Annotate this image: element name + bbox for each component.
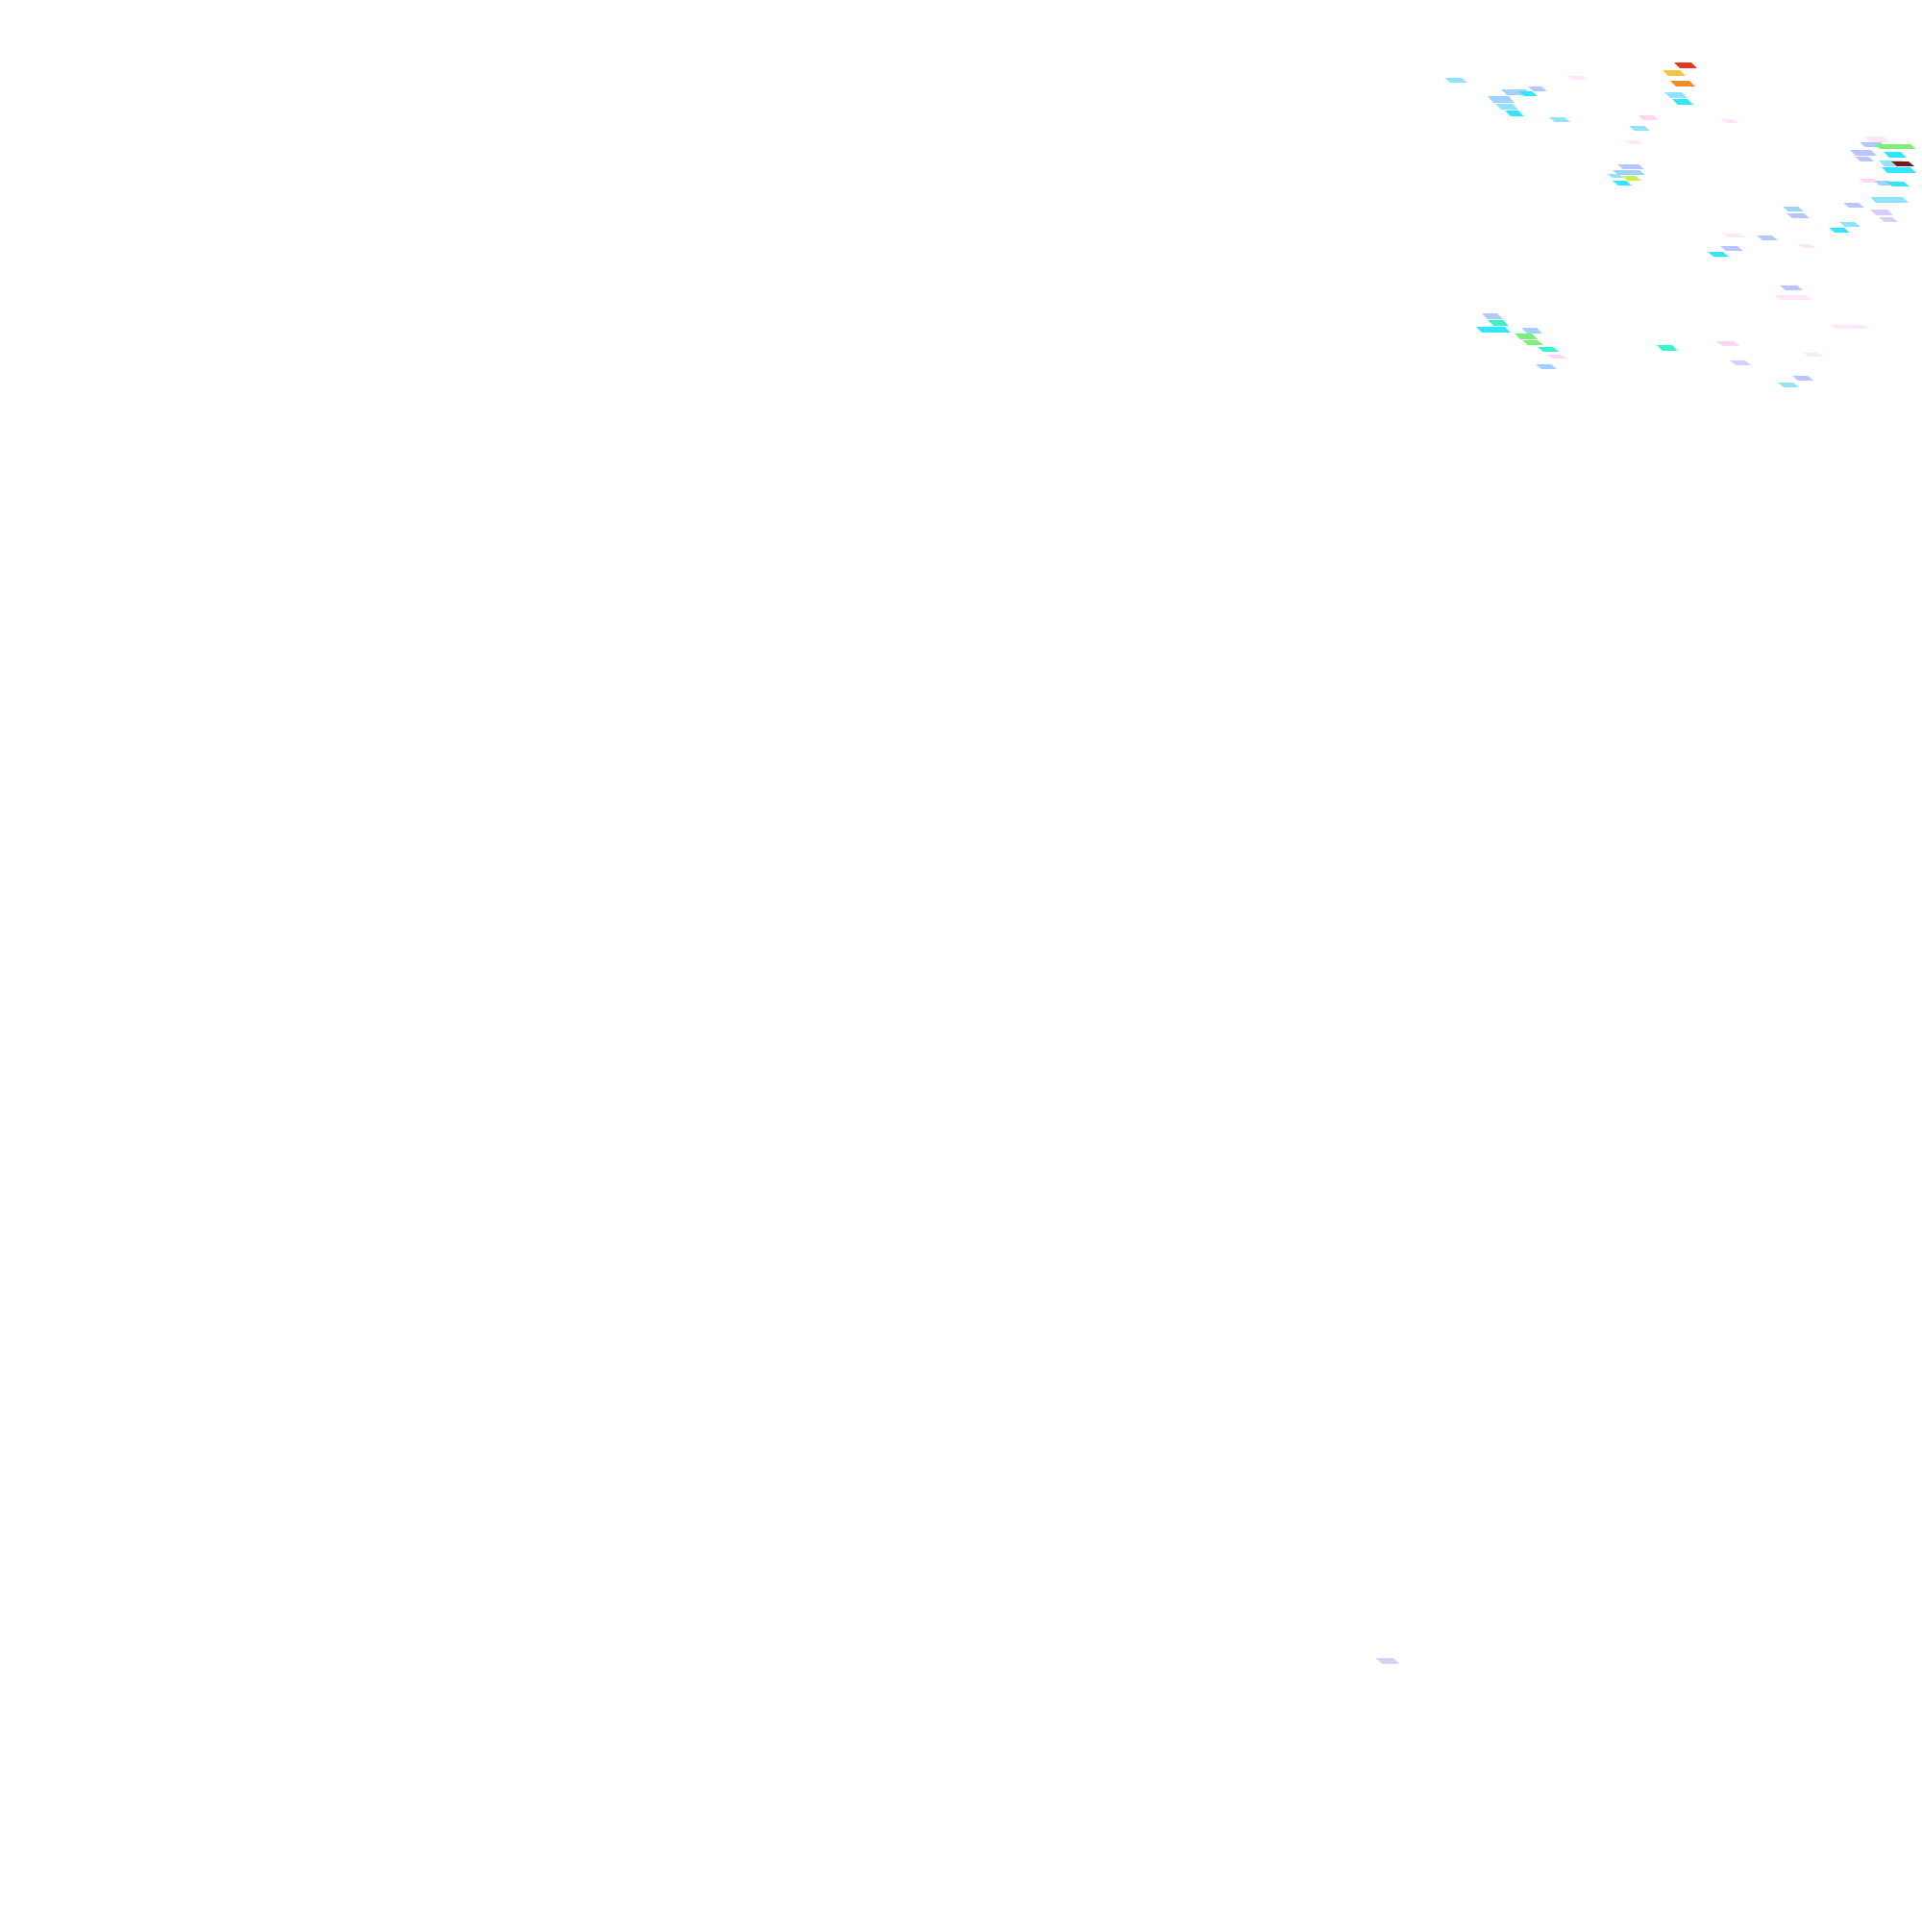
parallelogram-mark <box>1495 104 1518 110</box>
parallelogram-mark <box>1622 176 1641 181</box>
parallelogram-mark <box>1518 91 1538 96</box>
parallelogram-mark <box>1720 119 1739 123</box>
parallelogram-mark <box>1624 140 1643 144</box>
parallelogram-mark <box>1884 152 1907 158</box>
parallelogram-mark <box>1521 328 1542 334</box>
parallelogram-mark <box>1613 170 1645 175</box>
parallelogram-mark <box>1859 179 1880 183</box>
parallelogram-mark <box>1482 313 1503 319</box>
parallelogram-mark <box>1879 217 1898 222</box>
parallelogram-mark <box>1488 96 1515 103</box>
parallelogram-mark <box>1538 347 1559 352</box>
parallelogram-mark <box>1617 164 1644 169</box>
parallelogram-mark <box>1780 285 1803 290</box>
parallelogram-mark <box>1376 1658 1399 1664</box>
parallelogram-mark <box>1536 364 1557 369</box>
parallelogram-mark <box>1476 327 1511 333</box>
parallelogram-mark <box>1547 355 1566 359</box>
parallelogram-mark <box>1549 117 1570 122</box>
parallelogram-mark <box>1515 334 1538 339</box>
parallelogram-mark <box>1444 78 1467 83</box>
parallelogram-mark <box>1864 136 1889 142</box>
parallelogram-mark <box>1778 383 1799 387</box>
parallelogram-mark <box>1716 341 1739 346</box>
parallelogram-mark <box>1803 353 1824 357</box>
parallelogram-mark <box>1670 81 1695 87</box>
parallelogram-mark <box>1891 161 1914 166</box>
parallelogram-mark <box>1488 320 1509 326</box>
parallelogram-mark <box>1757 235 1778 240</box>
parallelogram-mark <box>1774 295 1812 300</box>
parallelogram-mark <box>1870 197 1909 203</box>
parallelogram-mark <box>1870 210 1893 215</box>
parallelogram-mark <box>1797 244 1816 248</box>
parallelogram-mark <box>1638 115 1659 120</box>
parallelogram-mark <box>1657 345 1678 351</box>
parallelogram-mark <box>1843 203 1864 208</box>
parallelogram-mark <box>1786 213 1810 218</box>
parallelogram-mark <box>1674 62 1697 68</box>
parallelogram-mark <box>1663 70 1686 76</box>
parallelogram-mark <box>1886 182 1910 186</box>
parallelogram-mark <box>1607 174 1624 178</box>
parallelogram-mark <box>1882 167 1916 173</box>
parallelogram-mark <box>1874 144 1916 149</box>
parallelogram-mark <box>1723 234 1746 237</box>
parallelogram-mark <box>1613 181 1632 186</box>
parallelogram-mark <box>1566 76 1588 80</box>
parallelogram-mark <box>1720 246 1743 251</box>
parallelogram-mark <box>1850 150 1877 156</box>
parallelogram-mark <box>1855 157 1874 161</box>
parallelogram-mark <box>1783 207 1804 211</box>
parallelogram-mark <box>1708 252 1729 257</box>
parallelogram-mark <box>1672 99 1693 105</box>
parallelogram-mark <box>1528 87 1547 91</box>
parallelogram-mark <box>1829 228 1850 233</box>
parallelogram-mark <box>1792 376 1813 381</box>
parallelogram-mark <box>1831 325 1869 329</box>
parallelogram-mark <box>1730 360 1751 365</box>
parallelogram-mark <box>1522 340 1543 345</box>
parallelogram-mark <box>1839 222 1860 227</box>
parallelogram-mark <box>1505 111 1524 116</box>
parallelogram-mark <box>1629 126 1650 131</box>
parallelogram-mark <box>1664 92 1688 98</box>
